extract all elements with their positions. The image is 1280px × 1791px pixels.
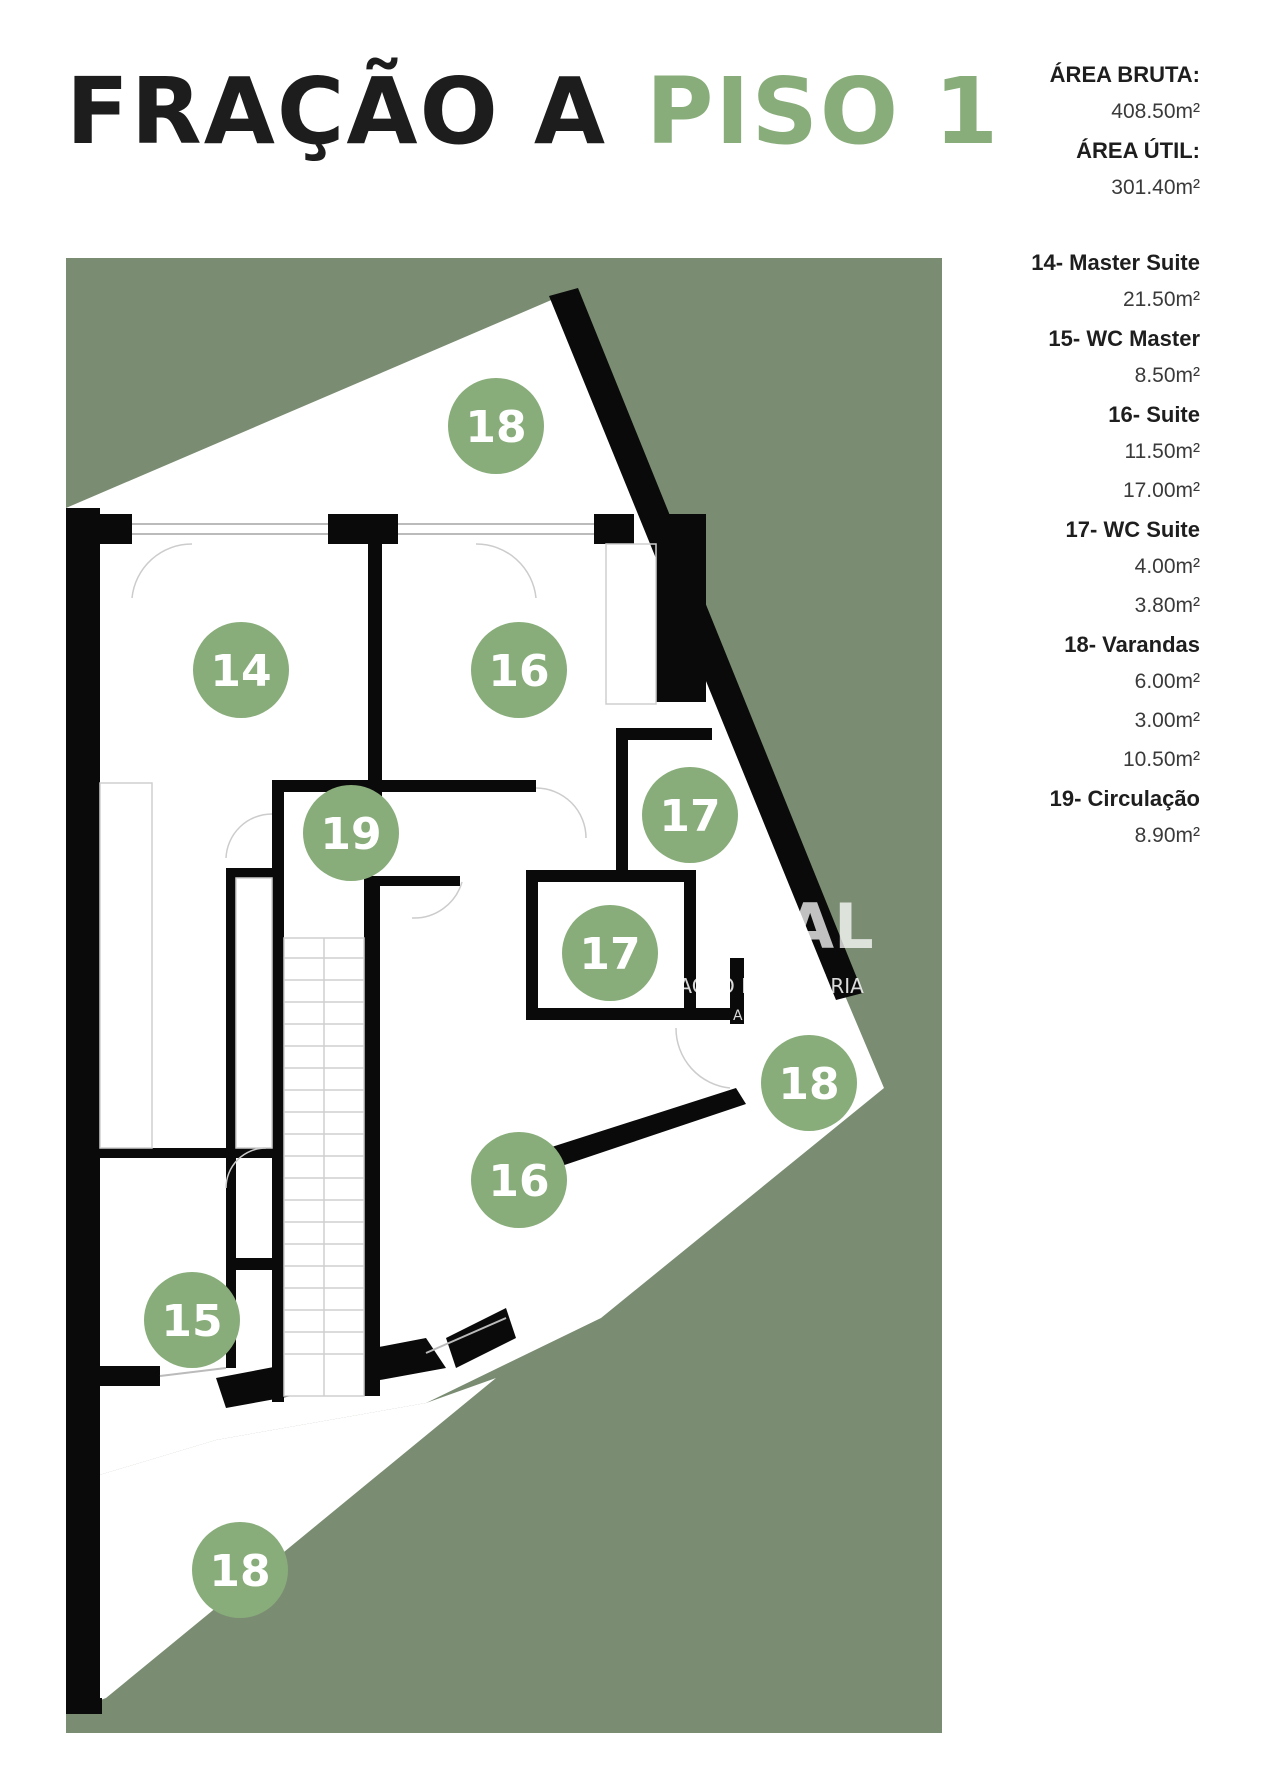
partition-closet [226,868,272,878]
room-tag-balcony-top: 18 [448,378,544,474]
room-tag-balcony-right: 18 [761,1035,857,1131]
partition-circulation-left [272,792,284,1402]
room-tag-number: 18 [778,1059,839,1110]
room-label: 17- WC Suite [1065,517,1200,542]
room-area-value: 3.80m² [1134,594,1200,617]
room-tag-suite-upper: 16 [471,622,567,718]
useful-area-value: 301.40m² [1111,176,1200,199]
door-balcony-right [675,1027,731,1089]
room-entry: 17- WC Suite 4.00m² 3.80m² [840,515,1200,621]
room-label: 15- WC Master [1048,326,1200,351]
floor-plan: RAL E MEDIAÇÃO IMOBILIÁRIA A M 18 14 16 … [66,258,942,1733]
wall-bottom-diagonal-c [446,1308,516,1368]
walls [66,288,863,1714]
door-wc-lower [411,881,463,919]
wardrobe-lines [99,543,657,1149]
wc-box-bottom [526,1008,736,1020]
wall-15-bottom [100,1366,160,1386]
gross-area-label: ÁREA BRUTA: [1049,62,1200,87]
partition-closet-vertical [226,868,236,1368]
room-area-value: 8.50m² [1134,364,1200,387]
plan-interior [66,298,884,1485]
wc-upper-top [616,728,712,740]
door-16 [475,543,537,599]
title-fraction: FRAÇÃO A [66,58,608,165]
wall-16-left [380,876,460,886]
room-tag-wc-suite-upper: 17 [642,767,738,863]
room-entry: 15- WC Master 8.50m² [840,324,1200,391]
wc-upper-left [616,728,628,878]
door-circulation-right [535,787,587,839]
door-14 [131,543,193,599]
room-entry: 14- Master Suite 21.50m² [840,248,1200,315]
window-15 [159,1367,227,1377]
room-tag-number: 17 [659,791,720,842]
room-tag-wc-suite-lower: 17 [562,905,658,1001]
wall-top-c [594,514,634,544]
door-circulation-left [225,813,273,859]
room-area-value: 4.00m² [1134,555,1200,578]
wall-right-door [730,958,744,1024]
area-legend: ÁREA BRUTA: 408.50m² ÁREA ÚTIL: 301.40m²… [840,60,1200,860]
windows [132,523,594,1377]
room-area-value: 21.50m² [1122,288,1200,311]
room-label: 14- Master Suite [1031,250,1200,275]
room-area-value: 11.50m² [1124,440,1200,463]
wall-15-top [100,1148,276,1158]
wall-left [66,508,100,1713]
wardrobe-closet [235,877,273,1149]
room-tag-number: 15 [161,1296,222,1347]
wardrobe-16 [605,543,657,705]
room-entry: 19- Circulação 8.90m² [840,784,1200,851]
room-tag-circulation: 19 [303,785,399,881]
wall-bottom-left [66,1698,102,1714]
wc-box-right [684,870,696,1020]
stairs [283,937,365,1397]
room-tag-balcony-bottom: 18 [192,1522,288,1618]
useful-area-label: ÁREA ÚTIL: [1076,138,1200,163]
wc-box-top [526,870,696,882]
room-area-value: 17.00m² [1122,479,1200,502]
room-area-value: 6.00m² [1134,670,1200,693]
gross-area-value: 408.50m² [1111,100,1200,123]
room-tag-number: 18 [209,1546,270,1597]
wardrobe-14 [99,782,153,1149]
room-tag-suite-lower: 16 [471,1132,567,1228]
partition-circulation-top [272,780,536,792]
title-floor: PISO 1 [646,58,1001,165]
room-entry: 18- Varandas 6.00m² 3.00m² 10.50m² [840,630,1200,775]
wall-stair-right [364,876,380,1396]
room-label: 18- Varandas [1064,632,1200,657]
floor-plan-drawing: RAL E MEDIAÇÃO IMOBILIÁRIA A M 18 14 16 … [66,258,942,1733]
room-tag-number: 14 [210,646,271,697]
room-area-value: 3.00m² [1134,709,1200,732]
wc-box-left [526,870,538,1020]
room-label: 16- Suite [1108,402,1200,427]
watermark-sub: A M [733,1008,759,1024]
room-tag-number: 17 [579,929,640,980]
room-list: 14- Master Suite 21.50m² 15- WC Master 8.50… [840,248,1200,851]
room-tag-wc-master: 15 [144,1272,240,1368]
room-tag-number: 16 [488,646,549,697]
room-tag-master-suite: 14 [193,622,289,718]
wall-top-b [328,514,398,544]
room-tag-number: 16 [488,1156,549,1207]
window-bottom [425,1317,507,1354]
room-tag-number: 19 [320,809,381,860]
room-area-value: 10.50m² [1122,748,1200,771]
room-area-value: 8.90m² [1134,824,1200,847]
room-label: 19- Circulação [1049,786,1200,811]
legend-spacer [840,212,1200,248]
watermark-brand: RAL [738,890,873,963]
room-tag-number: 18 [465,402,526,453]
door-swings [131,543,731,1189]
wall-top-a [66,514,132,544]
wall-right-block [656,514,706,702]
room-entry: 16- Suite 11.50m² 17.00m² [840,400,1200,506]
partition-14-16 [368,544,382,804]
